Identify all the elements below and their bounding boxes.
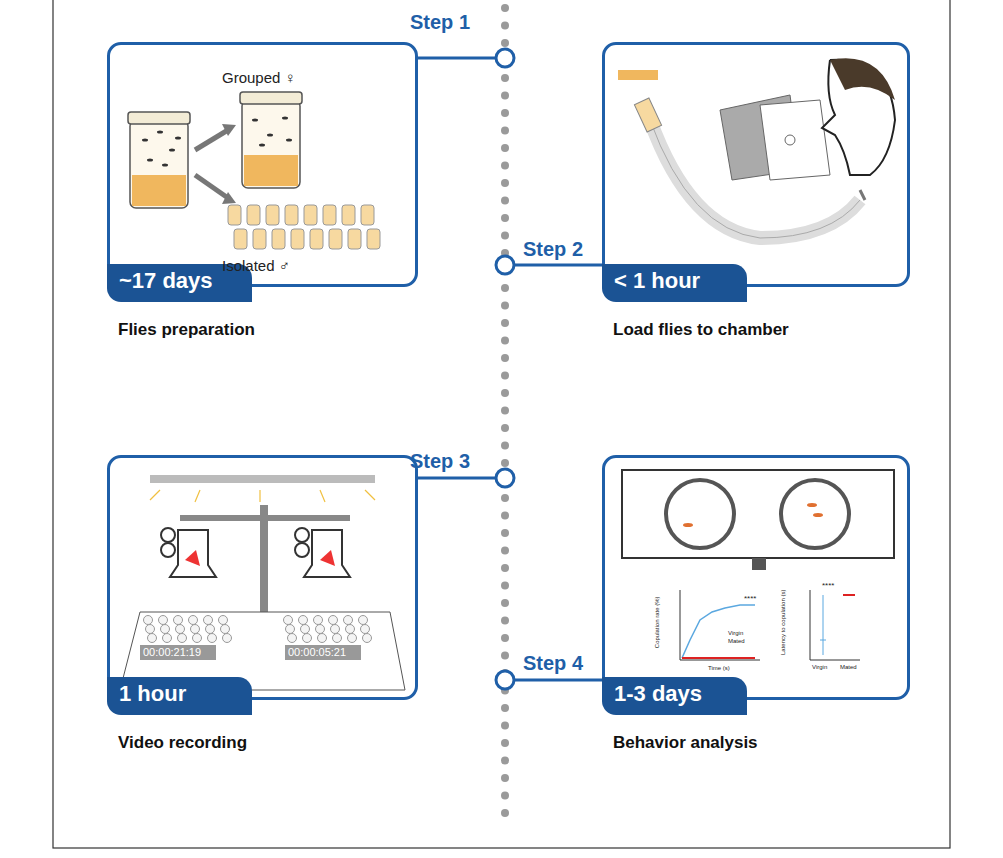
step-caption: Behavior analysis: [613, 733, 758, 753]
step-label: Step 4: [523, 652, 583, 675]
step-label: Step 3: [410, 450, 470, 473]
step-panel: Step 31 hourVideo recording: [107, 455, 418, 700]
step-caption: Load flies to chamber: [613, 320, 789, 340]
duration-text: < 1 hour: [614, 268, 700, 293]
duration-tab: < 1 hour: [602, 264, 747, 302]
illustration-label: Mated: [840, 664, 857, 671]
step-panel: Step 41-3 daysBehavior analysis: [602, 455, 910, 700]
duration-text: 1 hour: [119, 681, 186, 706]
illustration-label: ****: [822, 582, 834, 591]
illustration-label: Copulation rate (%): [654, 596, 661, 648]
duration-tab: 1 hour: [107, 677, 252, 715]
duration-text: ~17 days: [119, 268, 213, 293]
step-panel: Step 2< 1 hourLoad flies to chamber: [602, 42, 910, 287]
illustration-label: Grouped ♀: [222, 70, 296, 87]
step-label: Step 2: [523, 238, 583, 261]
illustration-label: 00:00:05:21: [288, 646, 346, 658]
step-caption: Flies preparation: [118, 320, 255, 340]
illustration-label: Virgin: [812, 664, 827, 671]
duration-text: 1-3 days: [614, 681, 702, 706]
illustration-label: ****: [744, 595, 756, 604]
illustration-label: Isolated ♂: [222, 258, 290, 275]
illustration-label: 00:00:21:19: [143, 646, 201, 658]
illustration-label: Virgin: [728, 630, 743, 637]
illustration-label: Mated: [728, 638, 745, 645]
step-label: Step 1: [410, 11, 470, 34]
illustration-label: Time (s): [708, 665, 730, 672]
step-caption: Video recording: [118, 733, 247, 753]
illustration-label: Latency to copulation (s): [780, 589, 787, 654]
duration-tab: 1-3 days: [602, 677, 747, 715]
